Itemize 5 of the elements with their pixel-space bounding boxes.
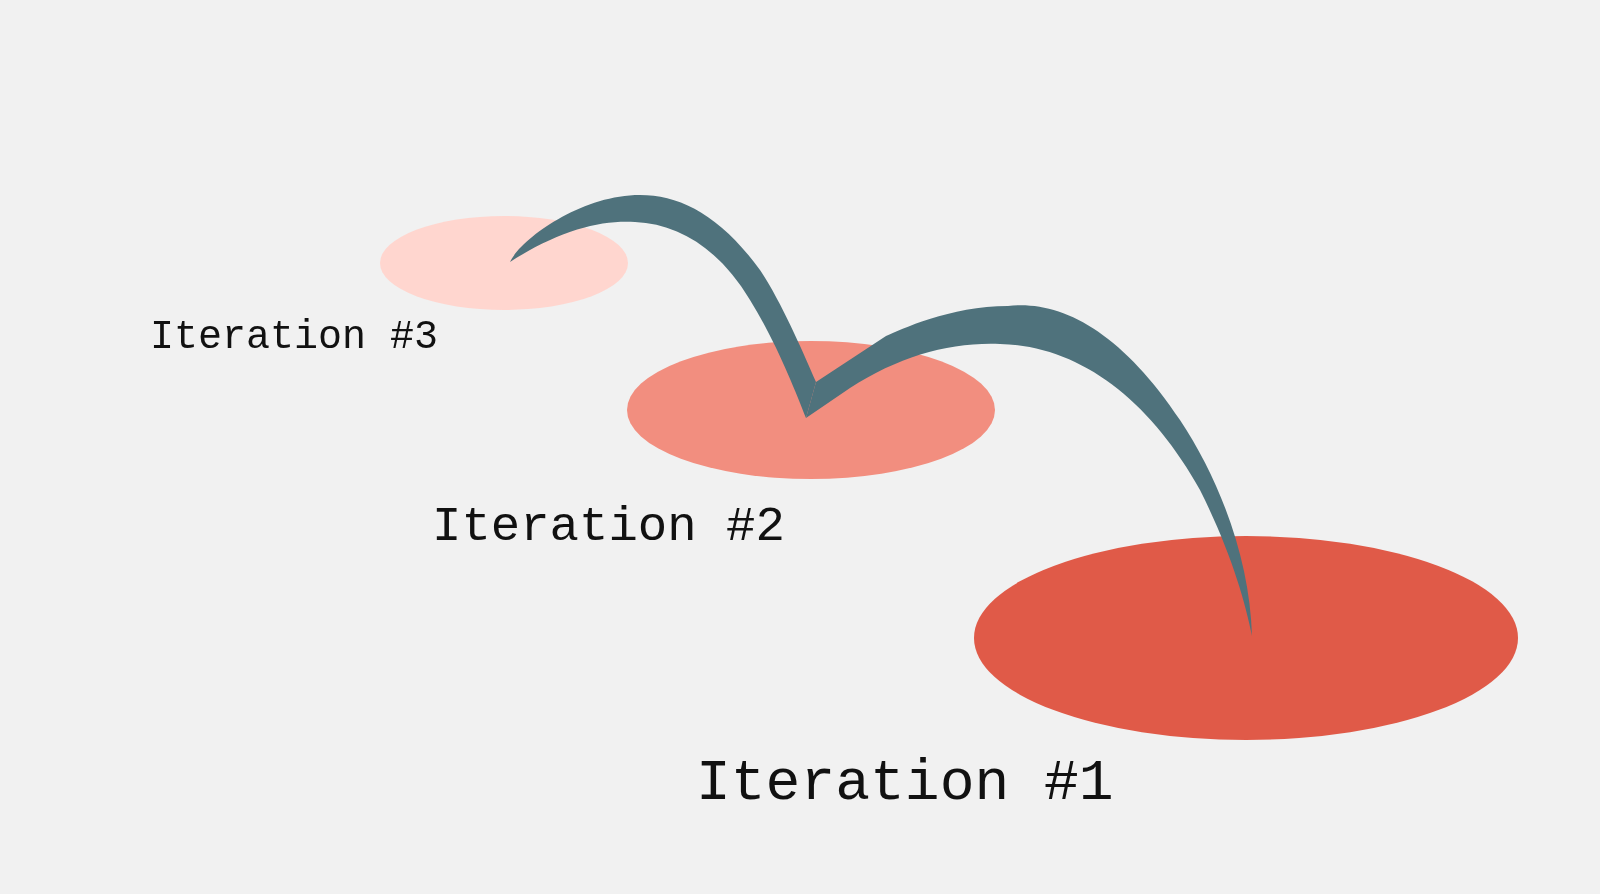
iteration-label: Iteration #1	[696, 755, 1114, 813]
curved-connector	[806, 305, 1252, 636]
curved-connector	[510, 195, 816, 418]
iteration-label: Iteration #2	[432, 503, 785, 552]
iteration-label: Iteration #3	[150, 318, 439, 358]
